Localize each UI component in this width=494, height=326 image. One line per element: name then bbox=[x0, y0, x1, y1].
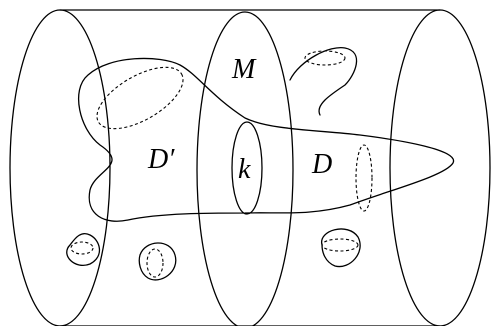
cylinder-left-end bbox=[9, 9, 111, 326]
label-m: M bbox=[231, 54, 257, 85]
dashed-disk-d bbox=[355, 144, 373, 212]
dashed-bottom-left bbox=[70, 241, 94, 255]
bottom-right-loop bbox=[321, 228, 361, 268]
dashed-bottom-mid bbox=[146, 248, 164, 278]
cylinder-right-end bbox=[389, 9, 491, 326]
label-k: k bbox=[238, 154, 251, 185]
middle-cross-section bbox=[196, 11, 294, 326]
label-d: D bbox=[311, 149, 332, 180]
dashed-handle-top-left bbox=[96, 66, 184, 130]
bottom-left-loop bbox=[66, 233, 101, 266]
boundary-curve bbox=[78, 57, 454, 222]
knot-k-circle bbox=[231, 121, 263, 215]
bottom-mid-loop bbox=[138, 242, 177, 281]
dashed-top-right bbox=[304, 50, 346, 66]
label-d-prime: D′ bbox=[147, 144, 175, 175]
top-right-loop bbox=[289, 47, 358, 116]
dashed-bottom-right bbox=[321, 238, 359, 252]
